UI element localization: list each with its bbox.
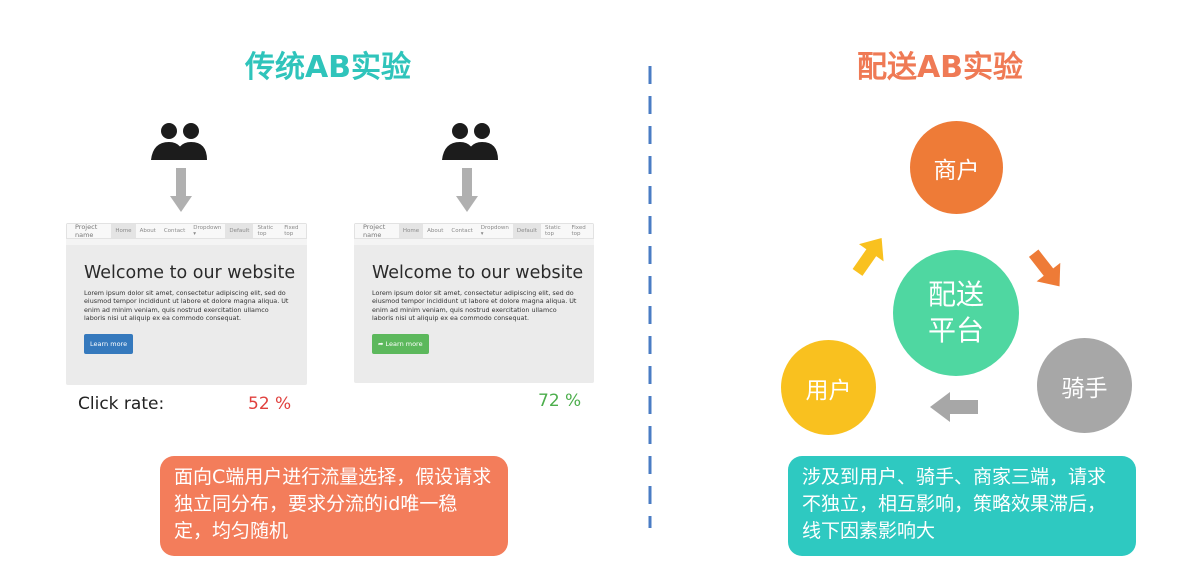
rider-node: 骑手 [1037,338,1132,433]
mock-nav-item: Fixed top [571,225,586,237]
merchant-label: 商户 [933,157,980,184]
mock-nav-item: Contact [163,228,186,234]
learn-more-button: Learn more [84,333,134,354]
mock-body-text: Lorem ipsum dolor sit amet, consectetur … [84,289,289,323]
mock-nav-item: Home [111,224,136,238]
learn-more-label: Learn more [385,339,423,348]
dashed-divider [648,66,652,528]
mock-nav-item: Fixed top [284,225,299,237]
arrow-merchant-to-rider-icon [1028,249,1061,287]
share-arrow-icon: ➦ [378,339,386,348]
mock-nav-brand: Project name [75,223,98,239]
mock-heading: Welcome to our website [372,263,584,283]
traditional-ab-note: 面向C端用户进行流量选择，假设请求独立同分布，要求分流的id唯一稳定，均匀随机 [160,456,508,556]
merchant-node: 商户 [910,121,1003,214]
mock-navbar: Project name Home About Contact Dropdown… [354,223,594,239]
platform-node: 配送平台 [893,250,1019,376]
arrow-rider-to-user-icon [930,392,978,422]
users-icon [442,123,498,160]
website-mock-a: Project name Home About Contact Dropdown… [66,223,307,385]
mock-body-text: Lorem ipsum dolor sit amet, consectetur … [372,289,577,323]
mock-nav-item: Default [225,224,254,238]
click-rate-label: Click rate: [78,394,165,414]
mock-nav-item: Static top [544,225,561,237]
down-arrow-icon [456,168,478,212]
users-icon [151,123,207,160]
platform-label: 配送平台 [927,278,984,347]
mock-nav-item: Static top [257,225,274,237]
right-title: 配送AB实验 [856,50,1024,85]
mock-navbar: Project name Home About Contact Dropdown… [66,223,307,239]
mock-nav-item: Contact [451,228,473,234]
mock-nav-item: About [427,228,444,234]
delivery-ab-note: 涉及到用户、骑手、商家三端，请求不独立，相互影响，策略效果滞后，线下因素影响大 [788,456,1136,556]
user-label: 用户 [805,377,852,404]
mock-heading: Welcome to our website [84,263,296,283]
mock-nav-item: About [139,228,156,234]
rider-label: 骑手 [1061,375,1108,402]
mock-nav-item: Dropdown ▾ [480,225,509,237]
mock-jumbotron: Welcome to our website Lorem ipsum dolor… [66,245,307,385]
mock-nav-item: Dropdown ▾ [193,225,222,237]
click-rate-a: 52 % [248,394,292,414]
learn-more-button: ➦ Learn more [372,333,429,354]
mock-nav-brand: Project name [363,223,386,239]
down-arrow-icon [170,168,192,212]
click-rate-b: 72 % [538,391,582,411]
user-node: 用户 [781,340,876,435]
website-mock-b: Project name Home About Contact Dropdown… [354,223,594,383]
mock-nav-item: Home [398,224,424,238]
left-title: 传统AB实验 [244,50,412,85]
mock-nav-item: Default [512,224,541,238]
arrow-user-to-merchant-icon [852,237,884,276]
mock-jumbotron: Welcome to our website Lorem ipsum dolor… [354,245,594,383]
